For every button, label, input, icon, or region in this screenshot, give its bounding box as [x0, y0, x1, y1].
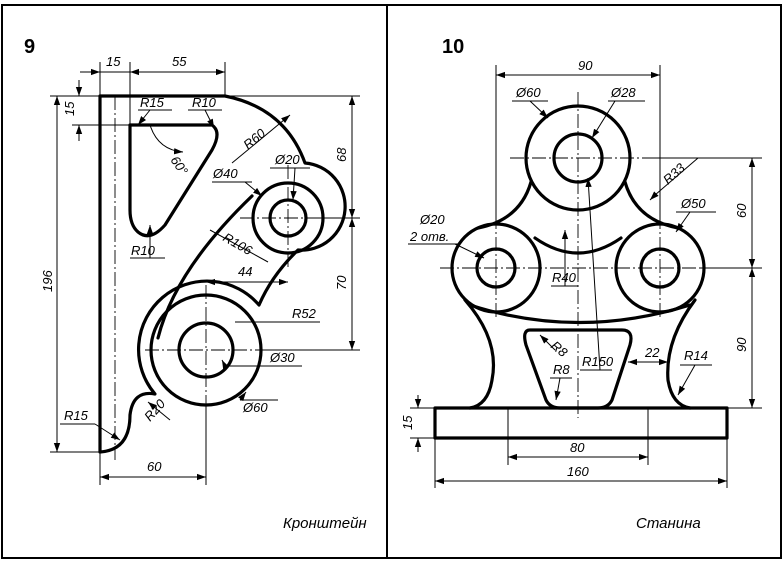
- dim-dia28: Ø28: [610, 85, 636, 100]
- dim-70: 70: [334, 275, 349, 290]
- dim-dia60: Ø60: [242, 400, 268, 415]
- bracket-dimensions: 15 55 15 196 R15 R10 60° R60 68 70: [40, 54, 360, 485]
- left-leg: [463, 298, 496, 410]
- dim-60-bottom: 60: [147, 459, 162, 474]
- dim-r8-a: R8: [548, 338, 571, 361]
- bracket-window: [128, 123, 219, 238]
- dim-r8-b: R8: [553, 362, 570, 377]
- dim-dia30: Ø30: [269, 350, 295, 365]
- dim-r14: R14: [684, 348, 708, 363]
- dim-r15-top: R15: [140, 95, 165, 110]
- dim-r40: R40: [552, 270, 577, 285]
- bracket-drawing: [98, 94, 347, 460]
- base-plate: [433, 406, 729, 440]
- dim-55: 55: [172, 54, 187, 69]
- dim-r10-left: R10: [131, 243, 156, 258]
- frame-drawing: [433, 92, 729, 440]
- dim-80: 80: [570, 440, 585, 455]
- dim-160: 160: [567, 464, 589, 479]
- dim-dia20-holes: Ø20: [419, 212, 445, 227]
- dim-r150: R150: [582, 354, 614, 369]
- dim-dia50: Ø50: [680, 196, 706, 211]
- dim-22: 22: [644, 345, 660, 360]
- dim-90-right: 90: [734, 337, 749, 352]
- dim-r33: R33: [660, 160, 688, 188]
- title-bracket: Кронштейн: [283, 515, 367, 532]
- dim-dia60-top: Ø60: [515, 85, 541, 100]
- lower-arc: [468, 303, 692, 325]
- dim-r20: R20: [141, 396, 169, 424]
- title-frame: Станина: [636, 515, 701, 532]
- dim-44: 44: [238, 264, 252, 279]
- dim-r15-bottom: R15: [64, 408, 89, 423]
- dim-15-base: 15: [400, 415, 415, 430]
- right-leg: [666, 298, 697, 410]
- bracket-outline: [98, 94, 347, 454]
- right-top-fillet: [623, 180, 680, 230]
- part-number-10: 10: [442, 36, 464, 58]
- dim-r106: R106: [221, 230, 256, 259]
- dim-holes-count: 2 отв.: [409, 229, 449, 244]
- left-top-fillet: [476, 180, 533, 230]
- sheet-frame: [1, 4, 782, 559]
- dim-196: 196: [40, 270, 55, 292]
- dim-r60: R60: [240, 125, 269, 152]
- dim-90-top: 90: [578, 58, 593, 73]
- bracket-web: [156, 194, 254, 340]
- dim-r10-top: R10: [192, 95, 217, 110]
- dim-dia40: Ø40: [212, 166, 238, 181]
- dim-r52: R52: [292, 306, 317, 321]
- dim-15-top: 15: [106, 54, 121, 69]
- dim-60-right: 60: [734, 203, 749, 218]
- dim-15-side: 15: [62, 101, 77, 116]
- dim-angle-60: 60°: [168, 153, 192, 178]
- dim-dia20: Ø20: [274, 152, 300, 167]
- frame-dimensions: 90 Ø60 Ø28 R33 Ø50 Ø20 2 отв. 60 90 R40: [400, 58, 762, 488]
- part-number-9: 9: [24, 36, 35, 58]
- dim-68: 68: [334, 147, 349, 162]
- center-window: [523, 328, 633, 410]
